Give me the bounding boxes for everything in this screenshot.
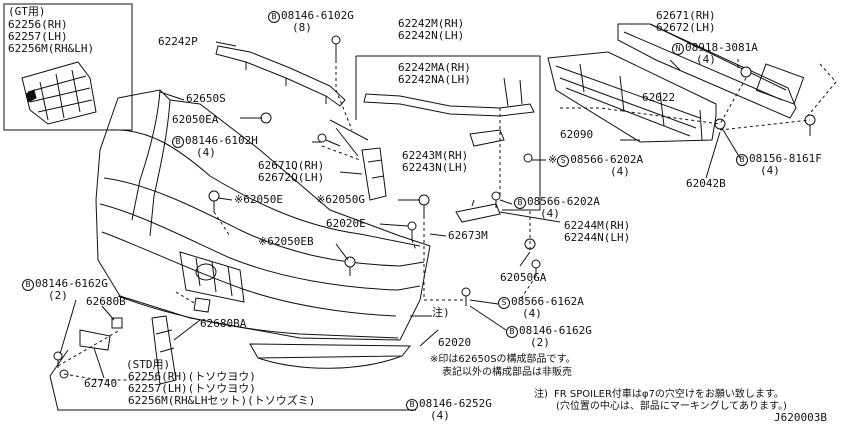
bolt-mark-icon: B <box>268 11 280 23</box>
part-label-62672: 62672(LH) <box>656 21 716 34</box>
part-label-62020: 62020 <box>438 336 472 349</box>
part-label-62020e: 62020E <box>326 217 366 230</box>
part-label-62243n: 62243N(LH) <box>402 161 469 174</box>
part-label-62673m: 62673M <box>448 229 488 242</box>
bolt-mark-icon: B <box>514 197 526 209</box>
part-label-62242n: 62242N(LH) <box>398 29 465 42</box>
part-label-62680ba: 62680BA <box>200 317 247 330</box>
part-label-62671q: 62671Q(RH) <box>258 159 325 172</box>
part-label-62042b: 62042B <box>686 177 726 190</box>
part-label-62740: 62740 <box>84 377 118 390</box>
gt-inset-line: 62256M(RH&LH) <box>8 42 95 55</box>
nut-mark-icon: N <box>672 43 684 55</box>
part-label-62050g: ※62050G <box>316 193 365 206</box>
center-retainer <box>363 93 535 117</box>
diagram-id: J620003B <box>774 411 827 424</box>
gt-inset-box <box>3 3 133 131</box>
lower-spoiler <box>249 343 412 369</box>
center-bracket-box <box>355 55 541 211</box>
part-qty: (8) <box>292 21 312 34</box>
part-qty: (4) <box>196 146 216 159</box>
part-label-62244n: 62244N(LH) <box>564 231 631 244</box>
fr-note-line1: FR SPOILER付車はφ7の穴空けをお願い致します。 <box>554 389 784 400</box>
dashed-leaders <box>57 60 811 381</box>
bolt-mark-icon: B <box>406 399 418 411</box>
std-inset-line: 62256M(RH&LHセット)(トソウズミ) <box>128 394 316 407</box>
side-retainer-62740 <box>79 329 111 351</box>
std-grille-bracket <box>151 315 177 385</box>
gt-inset-line: 62256(RH) <box>8 18 68 31</box>
reinforcement <box>617 23 805 119</box>
gt-inset-line: 62257(LH) <box>8 30 68 43</box>
part-qty: (4) <box>696 53 716 66</box>
part-label-62243m: 62243M(RH) <box>402 149 469 162</box>
bumper-fascia <box>95 89 431 341</box>
bolt-mark-icon: B <box>506 326 518 338</box>
std-inset-line: 62256(RH)(トソウヨウ) <box>128 370 256 383</box>
part-label-62244m: 62244M(RH) <box>564 219 631 232</box>
leader-lines <box>59 41 741 411</box>
part-label-62050ea: 62050EA <box>172 113 219 126</box>
part-label-62671: 62671(RH) <box>656 9 716 22</box>
part-label-62090: 62090 <box>560 128 594 141</box>
star-note-line1: ※印は62650Sの構成部品です。 <box>430 354 576 365</box>
note-marker: 注) <box>432 306 450 319</box>
part-qty: (2) <box>530 336 550 349</box>
std-bracket-lines <box>49 349 410 411</box>
gt-grille-insert-icon <box>21 61 97 125</box>
part-qty: (4) <box>610 165 630 178</box>
fr-note-line2: (穴位置の中心は、部品にマーキングしてあります。) <box>556 401 787 412</box>
side-bracket <box>361 147 387 201</box>
fr-note-prefix: 注) <box>534 389 548 400</box>
part-qty: (4) <box>430 409 450 422</box>
std-inset-line: 62257(LH)(トソウヨウ) <box>128 382 256 395</box>
part-qty: (2) <box>48 289 68 302</box>
part-label-62242ma: 62242MA(RH) <box>398 61 471 74</box>
screw-mark-icon: S <box>557 155 570 167</box>
bolt-mark-icon: B <box>736 154 748 166</box>
bolt-mark-icon: B <box>172 136 184 148</box>
part-qty: (4) <box>522 307 542 320</box>
part-qty: (4) <box>760 164 780 177</box>
std-inset-title: (STD用) <box>126 358 171 371</box>
part-label-62050ga: 62050GA <box>500 271 547 284</box>
lower-bracket <box>455 199 501 223</box>
part-label-62242m: 62242M(RH) <box>398 17 465 30</box>
part-label-62680b: 62680B <box>86 295 126 308</box>
part-label-62242na: 62242NA(LH) <box>398 73 471 86</box>
part-label-62050eb: ※62050EB <box>258 235 314 248</box>
part-label-62650s: 62650S <box>186 92 226 105</box>
gt-inset-title: (GT用) <box>8 5 46 18</box>
part-label-62242p: 62242P <box>158 35 198 48</box>
bolt-mark-icon: B <box>22 279 34 291</box>
part-qty: (4) <box>540 207 560 220</box>
star-note-line2: 表記以外の構成部品は非販売 <box>442 367 572 378</box>
small-bracket <box>469 129 505 147</box>
part-label-62672q: 62672Q(LH) <box>258 171 325 184</box>
screw-mark-icon: S <box>498 297 510 309</box>
upper-retainer <box>215 45 346 107</box>
part-label-62050e: ※62050E <box>234 193 283 206</box>
part-label-62022: 62022 <box>642 91 676 104</box>
